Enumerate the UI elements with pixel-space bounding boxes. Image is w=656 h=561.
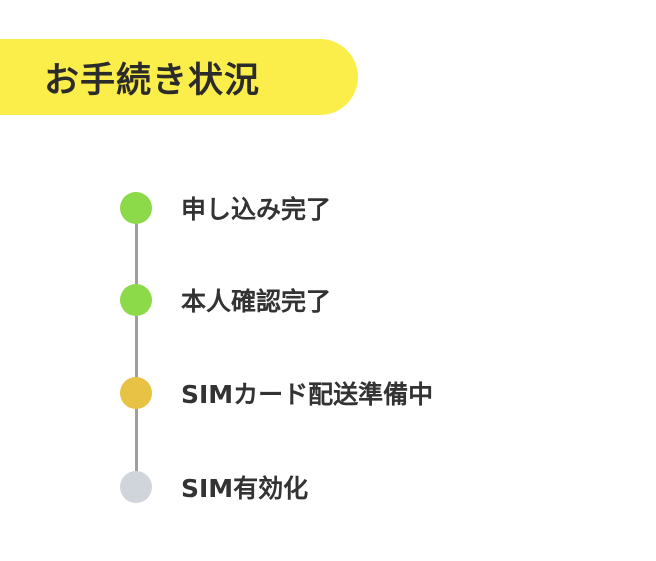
status-completed-dot bbox=[120, 284, 152, 316]
step-label: 本人確認完了 bbox=[181, 287, 332, 316]
step-label: SIMカード配送準備中 bbox=[181, 380, 434, 409]
timeline-step-identity-verification: 本人確認完了 bbox=[120, 284, 331, 316]
page-title: お手続き状況 bbox=[44, 60, 261, 101]
header-banner: お手続き状況 bbox=[0, 39, 358, 115]
timeline-step-sim-activation: SIM有効化 bbox=[120, 471, 308, 503]
step-label: SIM有効化 bbox=[181, 474, 309, 503]
timeline-step-sim-shipping: SIMカード配送準備中 bbox=[120, 377, 433, 409]
status-completed-dot bbox=[120, 192, 152, 224]
status-in-progress-dot bbox=[120, 377, 152, 409]
step-label: 申し込み完了 bbox=[181, 195, 332, 224]
timeline-connector bbox=[135, 224, 138, 302]
timeline-step-application: 申し込み完了 bbox=[120, 192, 331, 224]
timeline-connector bbox=[135, 408, 138, 486]
timeline-connector bbox=[135, 316, 138, 394]
status-pending-dot bbox=[120, 471, 152, 503]
